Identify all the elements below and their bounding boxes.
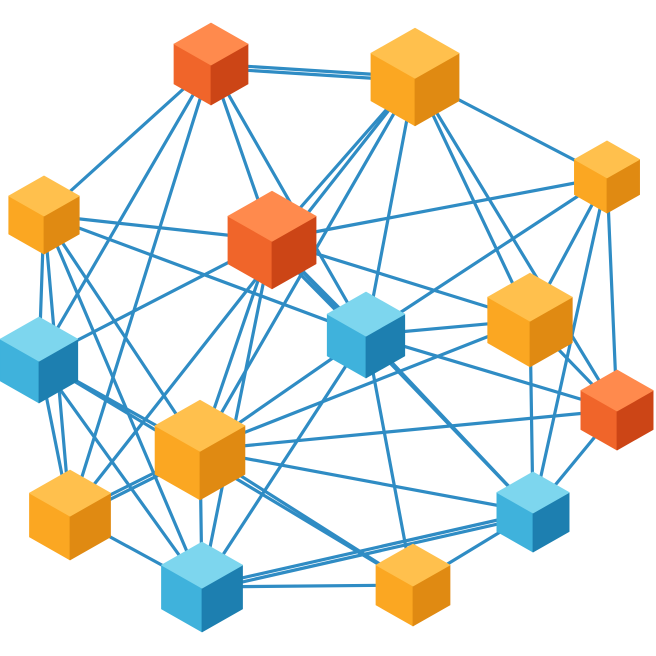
cube-top-face	[173, 22, 249, 66]
node-n2-orange-cube	[370, 27, 460, 127]
cube-top-face	[154, 399, 246, 452]
cube-top-face	[29, 469, 111, 517]
node-n8-blue-cube	[0, 316, 79, 404]
edge-n10-n12	[198, 448, 535, 514]
node-n11-orange-cube	[29, 469, 111, 561]
cube-top-face	[370, 27, 460, 79]
node-n3-orange-cube	[574, 140, 640, 214]
node-n14-orange-cube	[375, 543, 451, 627]
edge-n1-n6	[209, 62, 368, 337]
edge-n2-n11	[68, 75, 417, 517]
node-n6-blue-cube	[326, 291, 406, 379]
edge-n2-n9	[413, 75, 619, 412]
edge-n8-n13	[37, 358, 204, 589]
cube-top-face	[0, 316, 79, 362]
cube-top-face	[326, 291, 406, 337]
node-layer	[0, 22, 654, 633]
node-n5-red-cube	[227, 190, 317, 290]
cube-top-face	[227, 190, 317, 242]
node-n1-red-cube	[173, 22, 249, 106]
edge-n1-n11	[68, 62, 213, 517]
node-n9-red-cube	[580, 369, 654, 451]
edge-n2-n7	[413, 75, 532, 322]
edge-n3-n5	[270, 175, 609, 242]
cube-top-face	[574, 140, 640, 179]
node-n10-orange-cube	[154, 399, 246, 501]
cube-top-face	[8, 175, 80, 217]
cube-top-face	[580, 369, 654, 412]
edge-n9-n10	[198, 408, 619, 452]
node-n12-blue-cube	[496, 471, 570, 553]
edge-n6-n12	[364, 333, 535, 514]
edge-n6-n14	[364, 333, 415, 587]
edge-n4-n13	[42, 213, 204, 589]
node-n4-orange-cube	[8, 175, 80, 255]
cube-top-face	[487, 272, 573, 322]
edge-n5-n13	[200, 238, 274, 589]
node-n7-orange-cube	[487, 272, 573, 368]
edge-n4-n10	[42, 213, 202, 452]
edge-n12-n13	[200, 510, 535, 589]
edge-n7-n10	[198, 318, 532, 452]
node-n13-blue-cube	[161, 541, 243, 633]
edge-n6-n13	[200, 333, 368, 589]
cube-top-face	[375, 543, 451, 587]
edge-n6-n9	[364, 333, 619, 412]
edge-n13-n12	[201, 514, 536, 593]
edge-n1-n8	[37, 62, 213, 362]
cube-top-face	[161, 541, 243, 589]
cube-top-face	[496, 471, 570, 514]
edge-n3-n6	[364, 175, 609, 337]
